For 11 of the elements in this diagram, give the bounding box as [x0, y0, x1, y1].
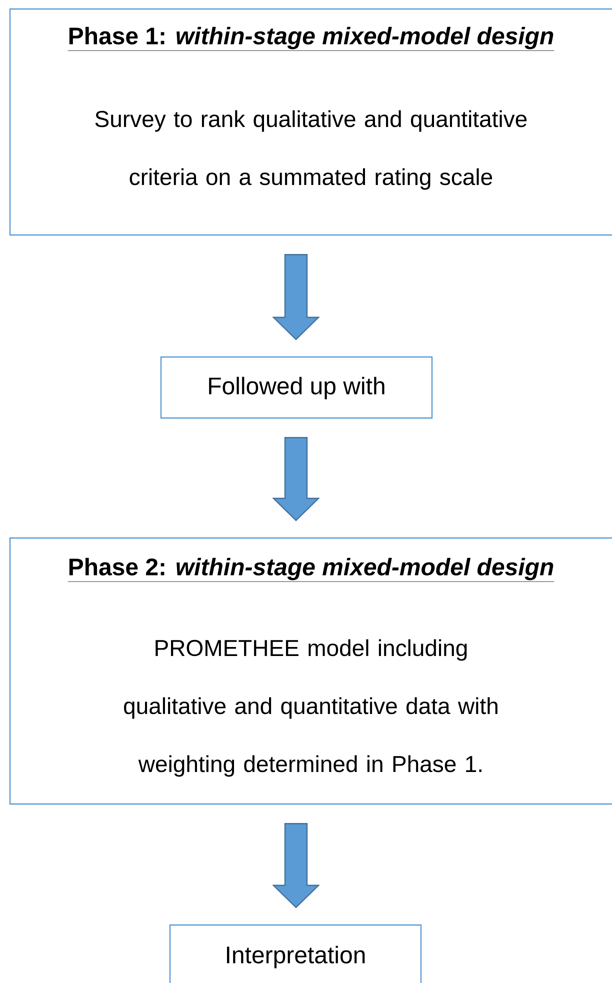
phase-heading: Phase 1: within-stage mixed-model design — [68, 26, 554, 51]
phase-heading: Phase 2: within-stage mixed-model design — [68, 558, 554, 582]
description-text: Survey to rank qualitative and quantitative criteria on a summated rating scale — [95, 110, 527, 190]
block-arrow — [272, 254, 320, 340]
process-box: Followed up with — [160, 356, 433, 419]
block-arrow — [272, 823, 320, 908]
process-box — [9, 8, 612, 236]
process-box — [9, 537, 612, 805]
process-box: Interpretation — [169, 924, 422, 983]
block-arrow — [272, 437, 320, 522]
description-text: PROMETHEE model including qualitative and quantitative data with weighting determined in Phase 1. — [124, 639, 498, 777]
